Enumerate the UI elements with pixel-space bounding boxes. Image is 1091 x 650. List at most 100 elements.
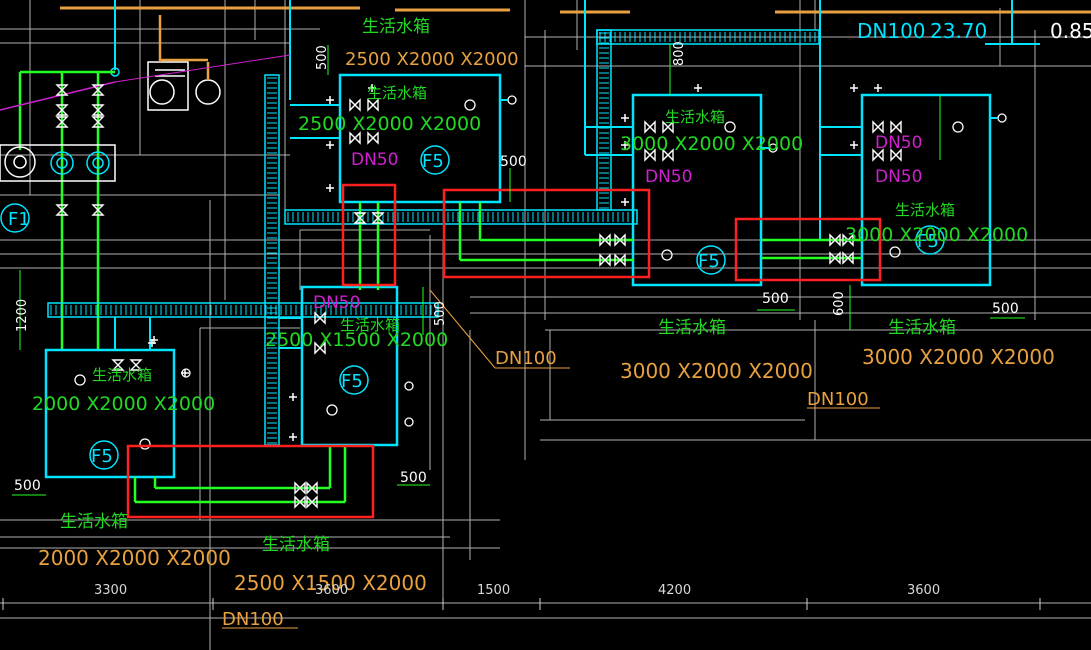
duct-hatching bbox=[50, 32, 816, 444]
bottom-label-3-name: 生活水箱 bbox=[658, 318, 726, 338]
tank-3-pipe-extra: DN50 bbox=[875, 133, 922, 153]
top-orange-lines bbox=[60, 6, 1091, 14]
pipe-label-2: DN100 bbox=[807, 389, 869, 410]
highlight-box-4 bbox=[126, 444, 375, 519]
valve-icon bbox=[644, 148, 656, 162]
dim-3: 500 bbox=[433, 301, 448, 326]
tank-3-pipe: DN50 bbox=[875, 167, 922, 187]
valve-icon bbox=[349, 131, 361, 145]
plus-marker bbox=[850, 84, 858, 92]
tank-2-name: 生活水箱 bbox=[665, 108, 725, 126]
bottom-label-4-size: 3000 X2000 X2000 bbox=[862, 345, 1055, 369]
axis-ticks bbox=[2, 598, 1041, 610]
bottom-label-1-name: 生活水箱 bbox=[60, 512, 128, 532]
tank-3-size: 3000 X2000 X2000 bbox=[845, 224, 1028, 246]
valve-icon bbox=[842, 251, 854, 265]
valve-icon bbox=[306, 495, 318, 509]
tank-1-size: 2500 X2000 X2000 bbox=[298, 113, 481, 135]
tank-2-size: 3000 X2000 X2000 bbox=[620, 133, 803, 155]
valve-icon bbox=[294, 481, 306, 495]
pipe-label-3: DN100 bbox=[222, 609, 284, 630]
valve-icon bbox=[890, 120, 902, 134]
tank-4-name: 生活水箱 bbox=[340, 316, 400, 334]
tank-2-code: F5 bbox=[698, 251, 720, 272]
pump-code-f1: F1 bbox=[8, 209, 30, 230]
dim-9: 800 bbox=[672, 41, 687, 66]
top-elev-right: 0.85 bbox=[1050, 19, 1091, 43]
tank-4-code: F5 bbox=[341, 371, 363, 392]
plus-marker bbox=[148, 339, 156, 347]
top-cyan-pipes bbox=[114, 0, 1040, 240]
plus-marker bbox=[326, 184, 334, 192]
valve-icon bbox=[91, 84, 105, 96]
tank-1-name: 生活水箱 bbox=[367, 84, 427, 102]
plus-marker bbox=[289, 433, 297, 441]
bottom-label-2-name: 生活水箱 bbox=[262, 535, 330, 555]
pump-orange-pipe bbox=[158, 15, 210, 80]
valve-icon bbox=[314, 311, 326, 325]
dim-1: 500 bbox=[315, 45, 330, 70]
valve-icon bbox=[306, 481, 318, 495]
tank-4-size: 2500 X1500 X2000 bbox=[265, 329, 448, 351]
valve-icon bbox=[599, 233, 611, 247]
tank-3-outline bbox=[860, 93, 992, 287]
dim-2: 500 bbox=[500, 154, 527, 170]
valve-icon bbox=[371, 212, 385, 224]
magenta-line bbox=[0, 81, 116, 111]
pump-group bbox=[147, 61, 221, 111]
axis-dim-5: 3600 bbox=[907, 583, 940, 598]
left-pump-rotors bbox=[0, 151, 110, 233]
magenta-line-2 bbox=[114, 54, 291, 83]
plus-marker bbox=[368, 84, 376, 92]
tank-3-name: 生活水箱 bbox=[895, 201, 955, 219]
valve-icon bbox=[55, 84, 69, 96]
plus-markers bbox=[148, 84, 882, 441]
dim-7: 500 bbox=[992, 301, 1019, 317]
valve-icon bbox=[842, 233, 854, 247]
highlight-box-2 bbox=[442, 188, 651, 279]
tank-5-outline bbox=[44, 348, 176, 479]
plus-marker bbox=[326, 141, 334, 149]
tank-5-size: 2000 X2000 X2000 bbox=[32, 393, 215, 415]
bottom-label-3-size: 3000 X2000 X2000 bbox=[620, 359, 813, 383]
valve-icon bbox=[294, 495, 306, 509]
plus-marker bbox=[621, 141, 629, 149]
pipe-label-leaders bbox=[222, 289, 880, 629]
tank-code-circles bbox=[89, 145, 945, 470]
duct-horizontal bbox=[47, 29, 820, 446]
valve-icon bbox=[662, 120, 674, 134]
valve-icon bbox=[55, 204, 69, 216]
valve-icon bbox=[662, 148, 674, 162]
axis-dim-1: 3300 bbox=[94, 583, 127, 598]
dimension-lines bbox=[12, 44, 1025, 496]
highlight-box-1 bbox=[341, 183, 397, 287]
tank-5-code: F5 bbox=[91, 446, 113, 467]
valve-icon bbox=[614, 233, 626, 247]
valve-icon bbox=[890, 148, 902, 162]
bottom-label-2-size: 2500 X1500 X2000 bbox=[234, 571, 427, 595]
axis-dim-4: 4200 bbox=[658, 583, 691, 598]
valve-icon bbox=[349, 98, 361, 112]
tank-1-code: F5 bbox=[422, 151, 444, 172]
bottom-label-4-name: 生活水箱 bbox=[888, 318, 956, 338]
tank-1-pipe: DN50 bbox=[351, 150, 398, 170]
valve-icon bbox=[367, 131, 379, 145]
plus-marker bbox=[850, 141, 858, 149]
pipe-label-1: DN100 bbox=[495, 348, 557, 369]
valve-icon bbox=[872, 148, 884, 162]
valve-icon bbox=[367, 98, 379, 112]
valve-icon bbox=[111, 359, 125, 371]
tank-5-name: 生活水箱 bbox=[92, 366, 152, 384]
valve-icon bbox=[91, 104, 105, 116]
dim-4: 500 bbox=[14, 478, 41, 494]
valve-icon bbox=[644, 120, 656, 134]
valve-icon bbox=[353, 212, 367, 224]
axis-dim-3: 1500 bbox=[477, 583, 510, 598]
tank-2-pipe: DN50 bbox=[645, 167, 692, 187]
valve-icon bbox=[314, 341, 326, 355]
valve-icons bbox=[55, 84, 902, 509]
valve-icon bbox=[91, 204, 105, 216]
bottom-label-1-size: 2000 X2000 X2000 bbox=[38, 546, 231, 570]
tank-3-code: F5 bbox=[917, 231, 939, 252]
